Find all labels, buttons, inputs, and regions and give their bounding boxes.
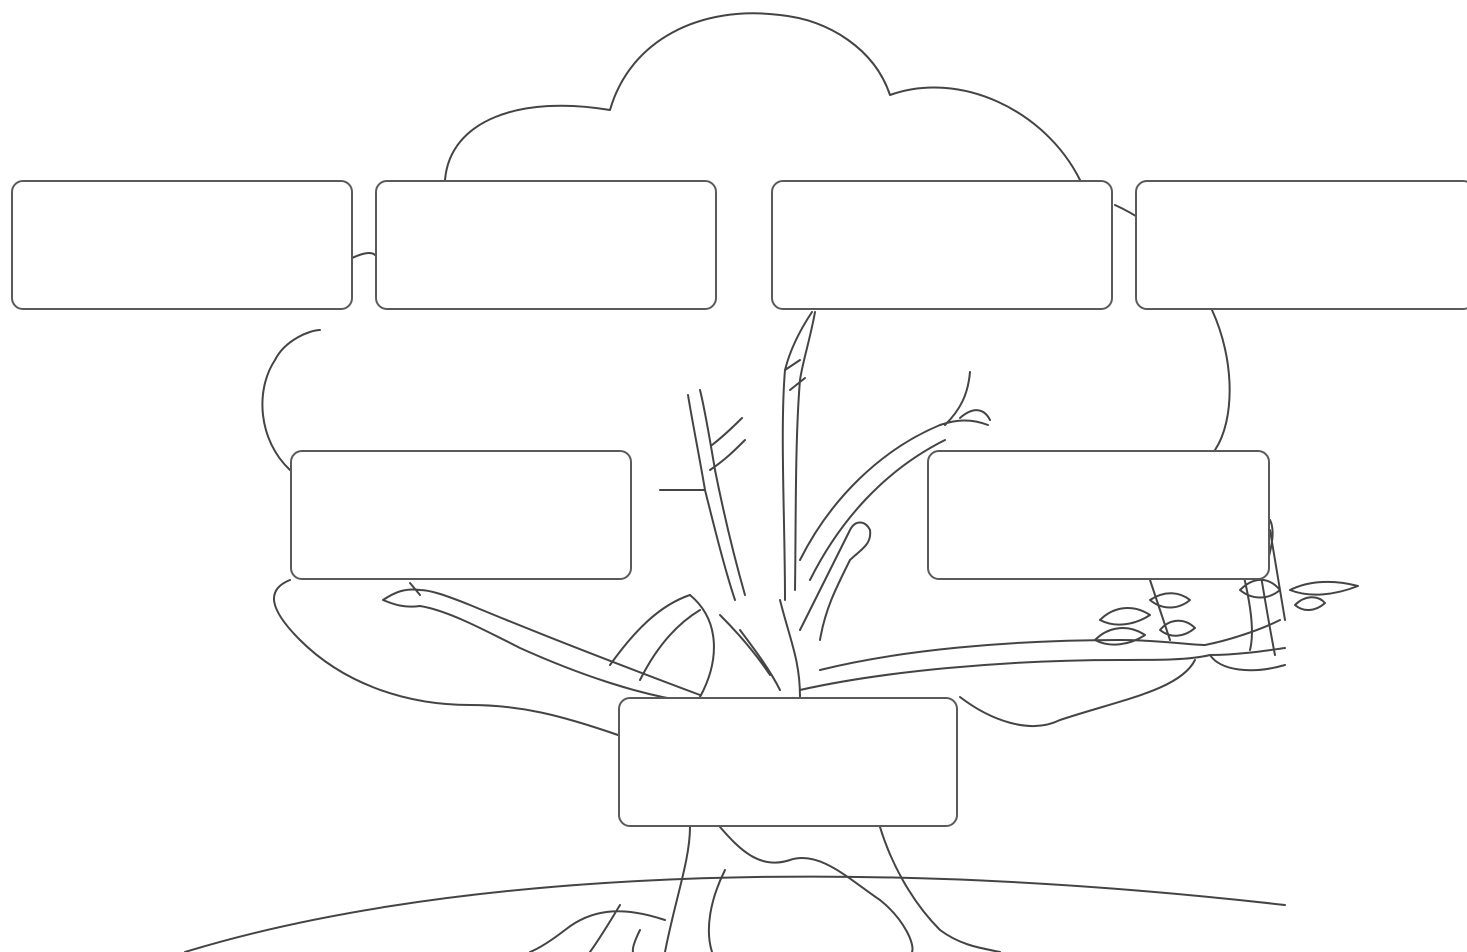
branch-left-upper [660, 390, 745, 600]
trunk-split [610, 595, 780, 690]
tree-canopy [262, 13, 1272, 735]
branch-center [783, 312, 815, 600]
parent-box-1[interactable] [290, 450, 632, 580]
grandparent-box-4[interactable] [1135, 180, 1467, 310]
branch-right-long [800, 620, 1285, 690]
child-box[interactable] [618, 697, 958, 827]
grandparent-box-3[interactable] [771, 180, 1113, 310]
grandparent-box-1[interactable] [11, 180, 353, 310]
grandparent-box-2[interactable] [375, 180, 717, 310]
branch-left-long [383, 583, 700, 702]
parent-box-2[interactable] [927, 450, 1270, 580]
tree-roots [530, 905, 665, 952]
ground-line [185, 877, 1285, 952]
